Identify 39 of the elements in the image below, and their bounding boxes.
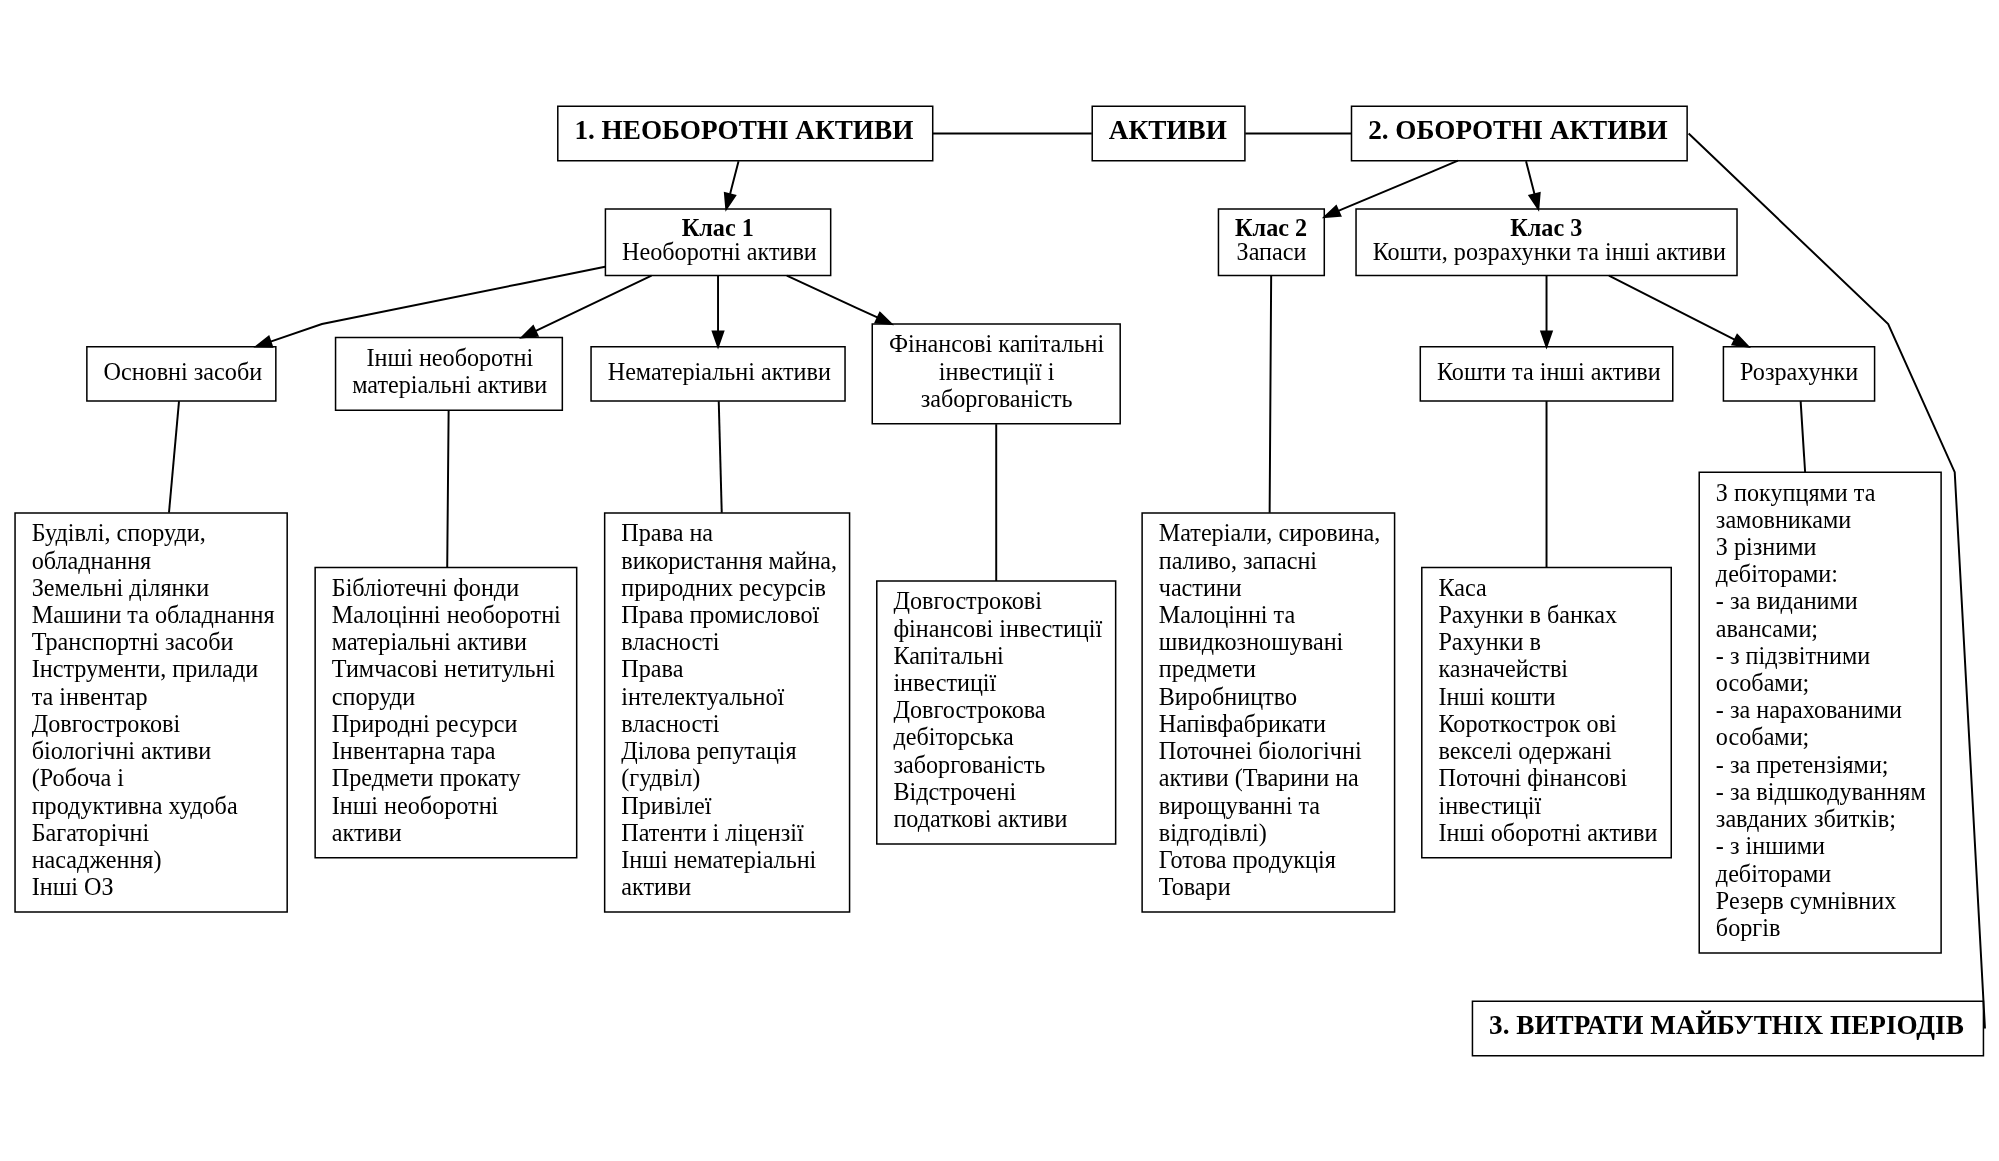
node-box: З покупцями та замовниками З різними дебіторами: - за виданими авансами; - з підзвітними особами; - за нарахованими особами; - за претензіями; - за відшкодуванням завданих збитків; - з іншими дебіторами Резерв сумнівних боргів <box>1697 470 1942 954</box>
connector <box>1799 399 1806 473</box>
node-box: Кошти та інші активи <box>1419 345 1673 402</box>
node-box: Інші необоротні матеріальні активи <box>334 336 563 411</box>
connector <box>717 399 723 514</box>
connector <box>1545 399 1547 568</box>
arrow <box>723 159 739 212</box>
node-box: Права на використання майна, природних ресурсів Права промислової власності Права інтелектуальної власності Ділова репутація (гудвіл) Привілеї Патенти і ліцензії Інші нематеріальні активи <box>603 511 850 913</box>
node-box: Клас 3 Кошти, розрахунки та інші активи <box>1354 207 1738 276</box>
connector <box>167 399 180 514</box>
arrow <box>1524 159 1541 212</box>
connector <box>1687 132 1986 1029</box>
node-box: Основні засоби <box>85 345 277 402</box>
node-box: Каса Рахунки в банках Рахунки в казначействі Інші кошти Короткострок ові векселі одержані Поточні фінансові інвестиції Інші оборотні активи <box>1420 566 1672 858</box>
connector <box>445 409 450 568</box>
node-box: АКТИВИ <box>1090 105 1246 161</box>
arrow <box>1321 159 1459 218</box>
node-box: Клас 1 Необоротні активи <box>604 207 831 276</box>
connector <box>1243 132 1352 134</box>
node-box: Клас 2 Запаси <box>1217 207 1325 276</box>
node-box: 3. ВИТРАТИ МАЙБУТНІХ ПЕРІОДІВ <box>1471 1000 1984 1056</box>
connector <box>931 132 1093 134</box>
node-box: Розрахунки <box>1722 345 1875 402</box>
connector <box>1268 274 1272 514</box>
arrow <box>1539 274 1553 350</box>
node-box: Фінансові капітальні інвестиції і заборгованість <box>871 322 1121 425</box>
node-box: Будівлі, споруди, обладнання Земельні ділянки Машини та обладнання Транспортні засоби Інструменти, прилади та інвентар Довгострокові біологічні активи (Робоча і продуктивна худоба Багаторічні насадження) Інші ОЗ <box>13 511 288 913</box>
node-box: Довгострокові фінансові інвестиції Капітальні інвестиції Довгострокова дебіторська заборгованість Відстрочені податкові активи <box>875 579 1116 845</box>
arrow <box>785 274 894 325</box>
node-box: Нематеріальні активи <box>589 345 846 402</box>
arrow <box>518 274 652 339</box>
node-box: Бібліотечні фонди Малоцінні необоротні матеріальні активи Тимчасові нетитульні споруди Природні ресурси Інвентарна тара Предмети прокату Інші необоротні активи <box>313 566 577 858</box>
connector <box>994 422 997 582</box>
node-box: 1. НЕОБОРОТНІ АКТИВИ <box>556 105 933 161</box>
arrow <box>710 274 725 350</box>
arrow <box>252 265 606 348</box>
arrow <box>1607 274 1751 348</box>
node-box: 2. ОБОРОТНІ АКТИВИ <box>1350 105 1688 161</box>
node-box: Матеріали, сировина, паливо, запасні частини Малоцінні та швидкозношувані предмети Виробництво Напівфабрикати Поточнеі біологічні активи (Тварини на вирощуванні та відгодівлі) Готова продукція Товари <box>1140 511 1395 913</box>
